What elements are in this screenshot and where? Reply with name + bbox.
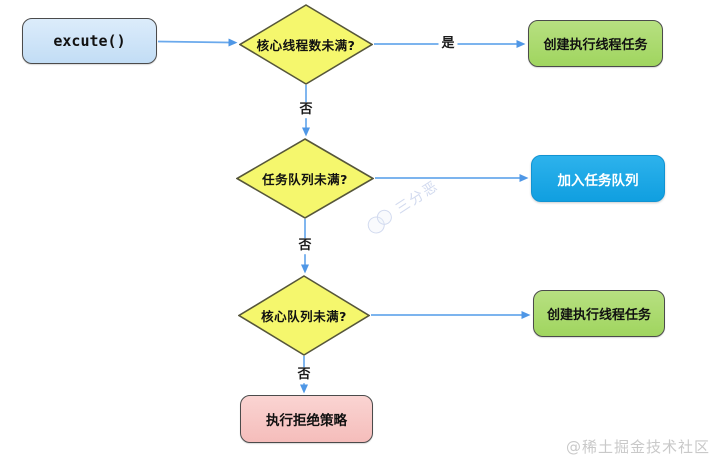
node-join-task-queue: 加入任务队列 [531,155,665,202]
node-execute-label: excute() [53,32,126,50]
node-reject-policy-label: 执行拒绝策略 [266,413,347,429]
node-create-thread-task-2: 创建执行线程任务 [533,290,665,337]
node-decision-core-threads-label: 核心线程数未满? [256,38,356,53]
diamond-shape [238,275,370,356]
edge-label-no-2: 否 [295,238,315,254]
edge-start-to-decision1 [157,38,238,47]
edge-label-yes-1: 是 [438,36,458,52]
diamond-shape [236,138,374,219]
node-create-thread-task-1: 创建执行线程任务 [528,20,663,67]
edge-label-no-3: 否 [294,367,314,383]
node-decision-core-queue: 核心队列未满? [238,275,370,356]
node-decision-core-threads: 核心线程数未满? [239,4,373,85]
node-decision-task-queue: 任务队列未满? [236,138,374,219]
node-decision-task-queue-label: 任务队列未满? [262,172,348,187]
node-reject-policy: 执行拒绝策略 [240,395,373,443]
node-decision-core-queue-label: 核心队列未满? [261,309,347,324]
node-create-thread-task-2-label: 创建执行线程任务 [546,308,651,323]
node-create-thread-task-1-label: 创建执行线程任务 [543,38,648,53]
watermark-community-text: @稀土掘金技术社区 [565,438,710,456]
edge-label-no-1: 否 [296,102,316,118]
diamond-shape [239,4,373,85]
watermark-logo-text: 三分恶 [392,177,442,217]
node-join-task-queue-label: 加入任务队列 [557,172,639,189]
node-execute: excute() [22,18,157,64]
